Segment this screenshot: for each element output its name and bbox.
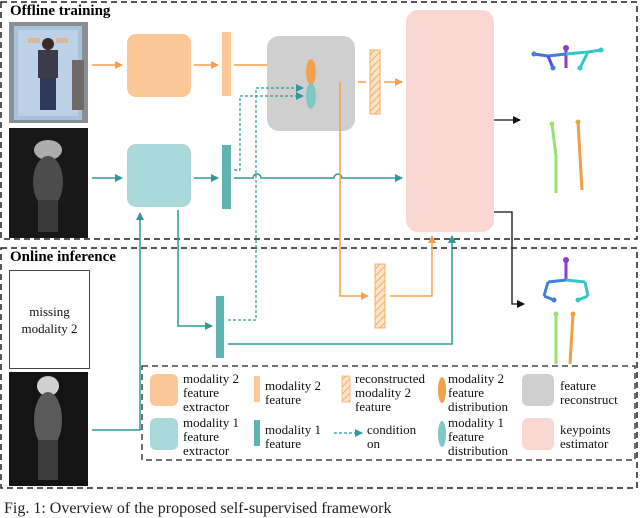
online-inference-title: Online inference bbox=[8, 249, 118, 266]
m1-feature-extractor bbox=[127, 144, 191, 207]
online-inference-frame bbox=[0, 247, 638, 489]
pressure-image-offline bbox=[9, 128, 88, 238]
online-reconstructed-feature-bar bbox=[374, 263, 386, 329]
figure-caption: Fig. 1: Overview of the proposed self-su… bbox=[4, 500, 392, 517]
m2-feature-bar bbox=[222, 32, 231, 96]
missing-label-line1: missing bbox=[29, 303, 70, 319]
pressure-image-online bbox=[9, 372, 88, 486]
skeleton-top-offline bbox=[531, 45, 604, 71]
m1-feature-bar bbox=[222, 145, 231, 209]
legend-swatch-m2-feature bbox=[254, 376, 260, 402]
m1-distribution-ellipse bbox=[306, 83, 316, 109]
arrow-reconstruct-to-online-reconstructed bbox=[339, 82, 369, 300]
legend-swatch-m2-extractor bbox=[150, 374, 178, 406]
legend-swatch-m1-extractor bbox=[150, 418, 178, 450]
arrow-online-feature-to-keypoints bbox=[228, 235, 456, 345]
arrow-extractor-to-online-feature bbox=[177, 210, 213, 330]
legend-swatch-reconstruct bbox=[522, 374, 554, 406]
keypoints-estimator bbox=[406, 10, 494, 232]
legend-swatch-reconstructed bbox=[341, 375, 351, 403]
reconstructed-feature-bar bbox=[369, 49, 381, 115]
legend-swatch-m1-feature bbox=[254, 420, 260, 446]
arrow-online-reconstructed-to-keypoints bbox=[390, 235, 436, 297]
arrow-m1-feature-to-keypoints bbox=[234, 173, 403, 182]
arrow-online-pressure-to-extractor bbox=[92, 212, 144, 431]
legend-swatch-keypoints bbox=[522, 418, 554, 450]
offline-training-frame bbox=[0, 1, 638, 240]
missing-modality-box: missing modality 2 bbox=[9, 270, 90, 369]
skeleton-legs-online bbox=[553, 311, 576, 365]
skeleton-legs-offline bbox=[549, 119, 584, 193]
condition-arrow-offline bbox=[234, 92, 304, 171]
online-m1-feature-bar bbox=[216, 296, 224, 358]
missing-label-line2: modality 2 bbox=[21, 320, 78, 336]
m2-distribution-ellipse bbox=[306, 59, 316, 85]
rgb-image bbox=[9, 22, 88, 123]
offline-training-title: Offline training bbox=[8, 3, 113, 20]
skeleton-top-online bbox=[542, 257, 590, 303]
legend-swatch-m1-distribution bbox=[438, 421, 446, 447]
arrow-keypoints-to-online-output bbox=[494, 211, 525, 308]
legend-swatch-m2-distribution bbox=[438, 377, 446, 403]
m2-feature-extractor bbox=[127, 34, 191, 97]
